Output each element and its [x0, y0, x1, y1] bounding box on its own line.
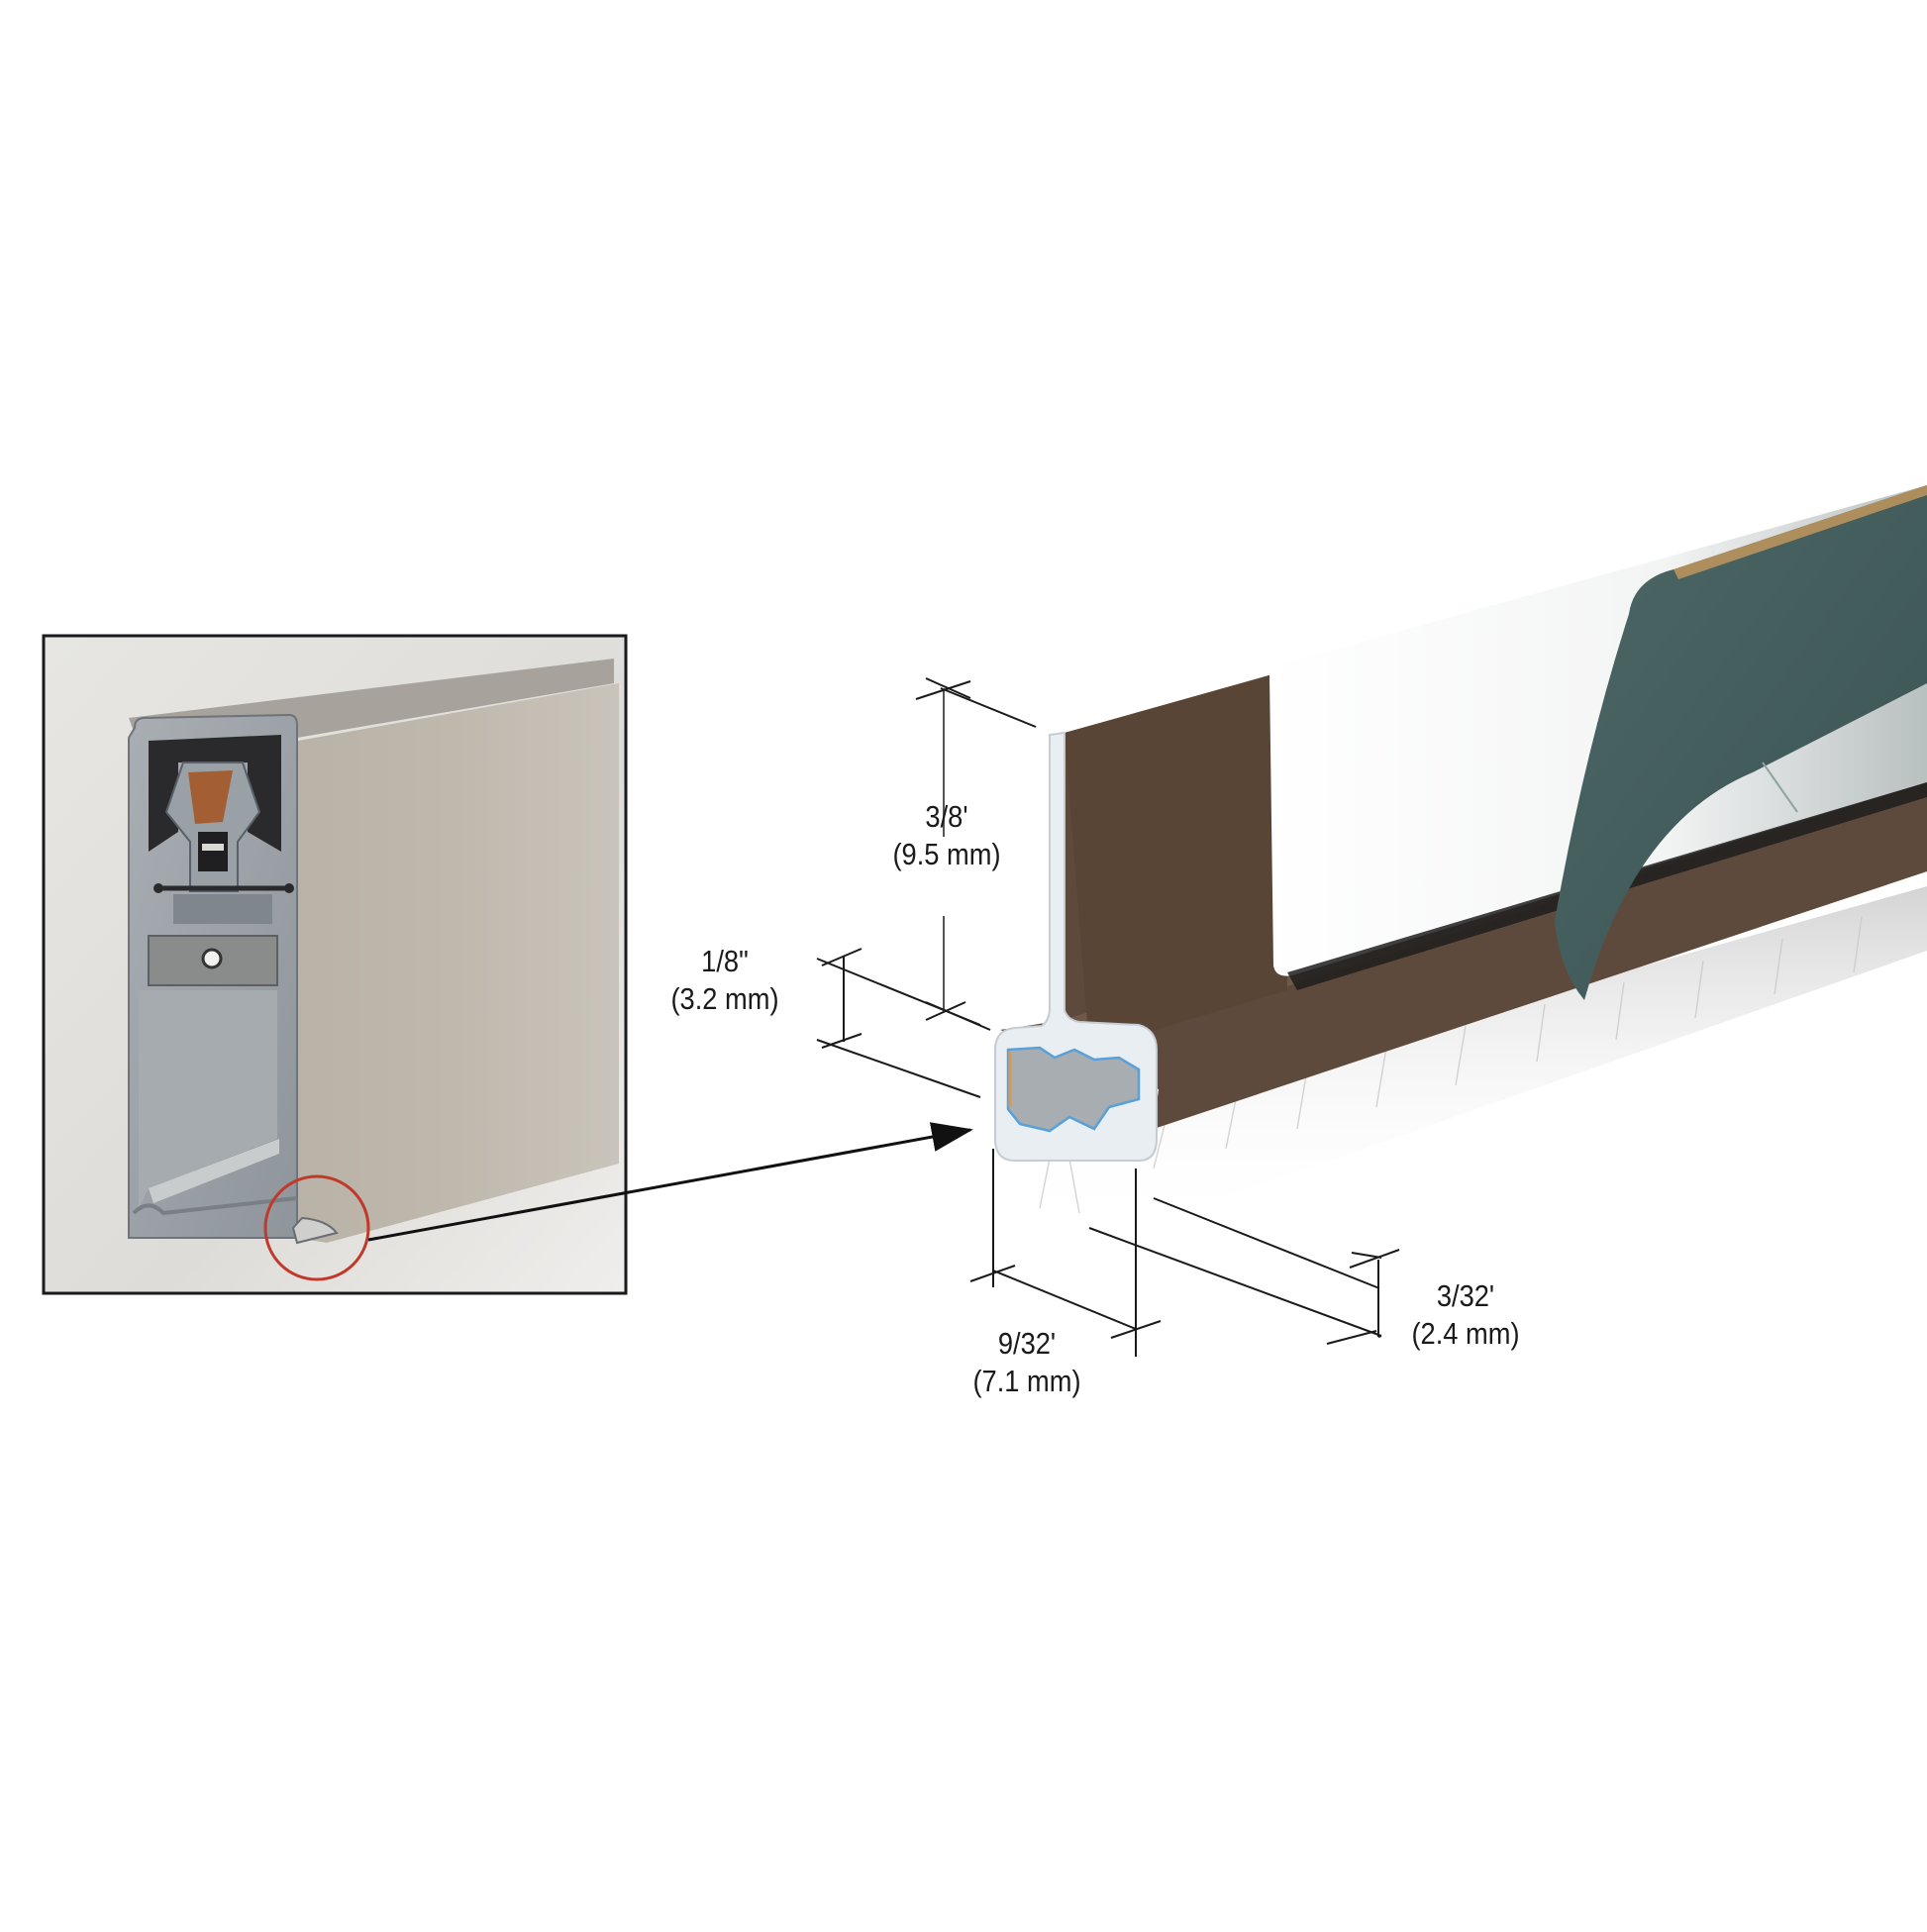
inset-photo — [42, 634, 628, 1295]
dim-thickness-ext-bottom — [816, 1039, 981, 1098]
dim-label-thickness: 1/8" (3.2 mm) — [656, 943, 795, 1018]
dim-height-metric: (9.5 mm) — [892, 837, 1001, 871]
dim-brush-metric: (2.4 mm) — [1411, 1316, 1520, 1351]
rail-lip — [132, 1196, 298, 1216]
liner-edge — [1673, 485, 1927, 579]
copper-insert — [188, 770, 233, 824]
brush-core — [1006, 1046, 1141, 1133]
dim-brush-imperial: 3/32' — [1436, 1278, 1495, 1313]
dim-base-line — [992, 1270, 1137, 1330]
rail-highlight — [149, 1139, 279, 1203]
callout-circle — [263, 1174, 370, 1281]
lower-channel — [173, 894, 272, 924]
dim-label-base-width: 9/32' (7.1 mm) — [958, 1325, 1097, 1400]
dimension-lines — [816, 677, 1400, 1357]
dim-thickness-ext-top — [816, 958, 981, 1026]
insert-slot — [198, 832, 228, 871]
dim-height-imperial: 3/8' — [925, 799, 968, 834]
inner-profile — [164, 762, 261, 892]
dim-base-metric: (7.1 mm) — [972, 1364, 1081, 1398]
insert-pin — [202, 844, 224, 851]
dim-brush-ext-mid — [1153, 1197, 1380, 1289]
dim-thickness-metric: (3.2 mm) — [670, 981, 779, 1016]
release-liner — [1555, 485, 1927, 1000]
dim-brush-ext-top — [1088, 1227, 1382, 1337]
screw-hole-icon — [201, 948, 223, 969]
rivet-left-icon — [153, 883, 163, 893]
rivet-right-icon — [284, 883, 294, 893]
housing-side-panel — [287, 683, 619, 1243]
dim-label-height: 3/8' (9.5 mm) — [877, 798, 1017, 873]
bristle-lines — [1039, 916, 1863, 1214]
callout-arrow — [367, 1122, 973, 1242]
dim-label-brush-height: 3/32' (2.4 mm) — [1396, 1277, 1536, 1353]
lower-rail — [139, 990, 277, 1208]
liner-fold — [1762, 762, 1798, 813]
dim-thickness-imperial: 1/8" — [701, 944, 749, 978]
bottom-hook — [291, 1216, 339, 1245]
carrier-fin-shade — [1065, 671, 1287, 1050]
dim-height-ext-top — [940, 687, 1037, 728]
dim-base-imperial: 9/32' — [997, 1326, 1057, 1361]
product-strip — [994, 485, 1927, 1228]
brush-bristles — [1030, 886, 1927, 1228]
